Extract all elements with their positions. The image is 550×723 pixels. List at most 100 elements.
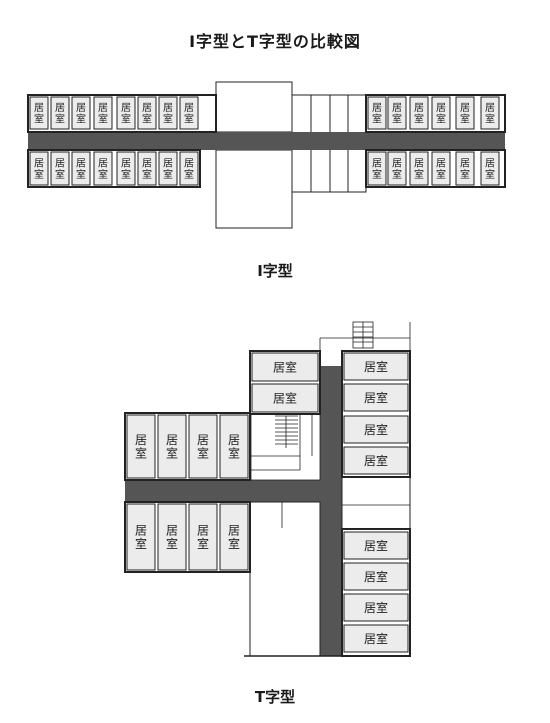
room-label: 居 <box>228 433 240 447</box>
room-label: 室 <box>98 112 108 125</box>
room-label: 居室 <box>364 390 388 405</box>
room-label: 居 <box>76 102 86 114</box>
room-box <box>179 96 199 130</box>
room-label: 室 <box>414 168 424 181</box>
room-label: 室 <box>166 536 178 551</box>
i-core-lower <box>215 149 293 229</box>
room-label: 居室 <box>364 631 388 646</box>
room-label: 室 <box>163 168 173 181</box>
room-label: 室 <box>142 112 152 125</box>
room-box <box>29 151 49 186</box>
room-box <box>455 96 475 130</box>
room: 居室 <box>480 96 500 130</box>
room-box <box>137 96 157 130</box>
room-label: 居 <box>184 157 194 169</box>
room-label: 居 <box>163 157 173 169</box>
room-box <box>343 624 409 653</box>
room-label: 室 <box>121 168 131 181</box>
room-label: 居 <box>121 102 131 114</box>
room: 居室 <box>455 151 475 186</box>
room-label: 居 <box>166 523 178 537</box>
room-label: 居 <box>392 102 402 114</box>
room-box <box>387 96 407 130</box>
room: 居室 <box>188 503 218 571</box>
room: 居室 <box>343 624 409 653</box>
room-box <box>367 151 387 186</box>
room-label: 居 <box>166 433 178 447</box>
room: 居室 <box>387 151 407 186</box>
room-label: 居 <box>436 157 446 169</box>
room-label: 居室 <box>364 538 388 553</box>
room: 居室 <box>367 96 387 130</box>
room-label: 居 <box>135 523 147 537</box>
room-box <box>179 151 199 186</box>
room: 居室 <box>455 96 475 130</box>
room-label: 室 <box>485 112 495 125</box>
i-left-upper-wing <box>27 94 217 133</box>
room-label: 室 <box>76 168 86 181</box>
t-vertical-corridor <box>320 366 342 656</box>
room-label: 居 <box>436 102 446 114</box>
room-box <box>431 96 451 130</box>
room-box <box>343 352 409 381</box>
i-rooms: 居室居室居室居室居室居室居室居室居室居室居室居室居室居室居室居室居室居室居室居室… <box>29 96 500 186</box>
i-layout: 居室居室居室居室居室居室居室居室居室居室居室居室居室居室居室居室居室居室居室居室… <box>27 81 506 229</box>
room-label: 室 <box>197 446 209 461</box>
room-label: 居 <box>460 157 470 169</box>
t-lower-void <box>249 501 321 657</box>
room: 居室 <box>50 96 70 130</box>
room-label: 居 <box>135 433 147 447</box>
room-label: 居室 <box>273 390 297 405</box>
room: 居室 <box>126 503 156 571</box>
i-corridor <box>28 132 505 150</box>
room-label: 居 <box>197 433 209 447</box>
room: 居室 <box>343 446 409 475</box>
room: 居室 <box>343 415 409 444</box>
room: 居室 <box>219 414 249 479</box>
room-box <box>50 96 70 130</box>
room-label: 居室 <box>364 600 388 615</box>
i-right-lower-wing <box>365 149 506 188</box>
room-box <box>409 151 429 186</box>
room: 居室 <box>343 383 409 412</box>
room-box <box>343 383 409 412</box>
room: 居室 <box>157 503 187 571</box>
room-label: 室 <box>135 536 147 551</box>
room-label: 居 <box>485 102 495 114</box>
room-label: 居 <box>163 102 173 114</box>
room-box <box>158 151 178 186</box>
room: 居室 <box>93 96 113 130</box>
room: 居室 <box>93 151 113 186</box>
room-box <box>71 96 91 130</box>
room: 居室 <box>71 96 91 130</box>
room: 居室 <box>431 151 451 186</box>
room-label: 室 <box>76 112 86 125</box>
room-label: 居室 <box>364 359 388 374</box>
room: 居室 <box>343 352 409 381</box>
room-label: 室 <box>163 112 173 125</box>
room-label: 室 <box>197 536 209 551</box>
room-box <box>251 352 319 382</box>
room: 居室 <box>137 96 157 130</box>
room-label: 室 <box>460 168 470 181</box>
room-box <box>219 503 249 571</box>
room-label: 居室 <box>364 422 388 437</box>
room: 居室 <box>50 151 70 186</box>
room-box <box>219 414 249 479</box>
i-left-lower-wing <box>27 149 201 188</box>
room: 居室 <box>251 383 319 413</box>
room-box <box>343 562 409 591</box>
room-label: 居 <box>121 157 131 169</box>
room-label: 室 <box>460 112 470 125</box>
room: 居室 <box>116 96 136 130</box>
room: 居室 <box>367 151 387 186</box>
room-label: 室 <box>121 112 131 125</box>
room-box <box>343 446 409 475</box>
room-label: 居 <box>485 157 495 169</box>
i-right-upper-wing <box>365 94 506 133</box>
room-label: 室 <box>436 112 446 125</box>
room-label: 室 <box>436 168 446 181</box>
room-label: 室 <box>372 168 382 181</box>
